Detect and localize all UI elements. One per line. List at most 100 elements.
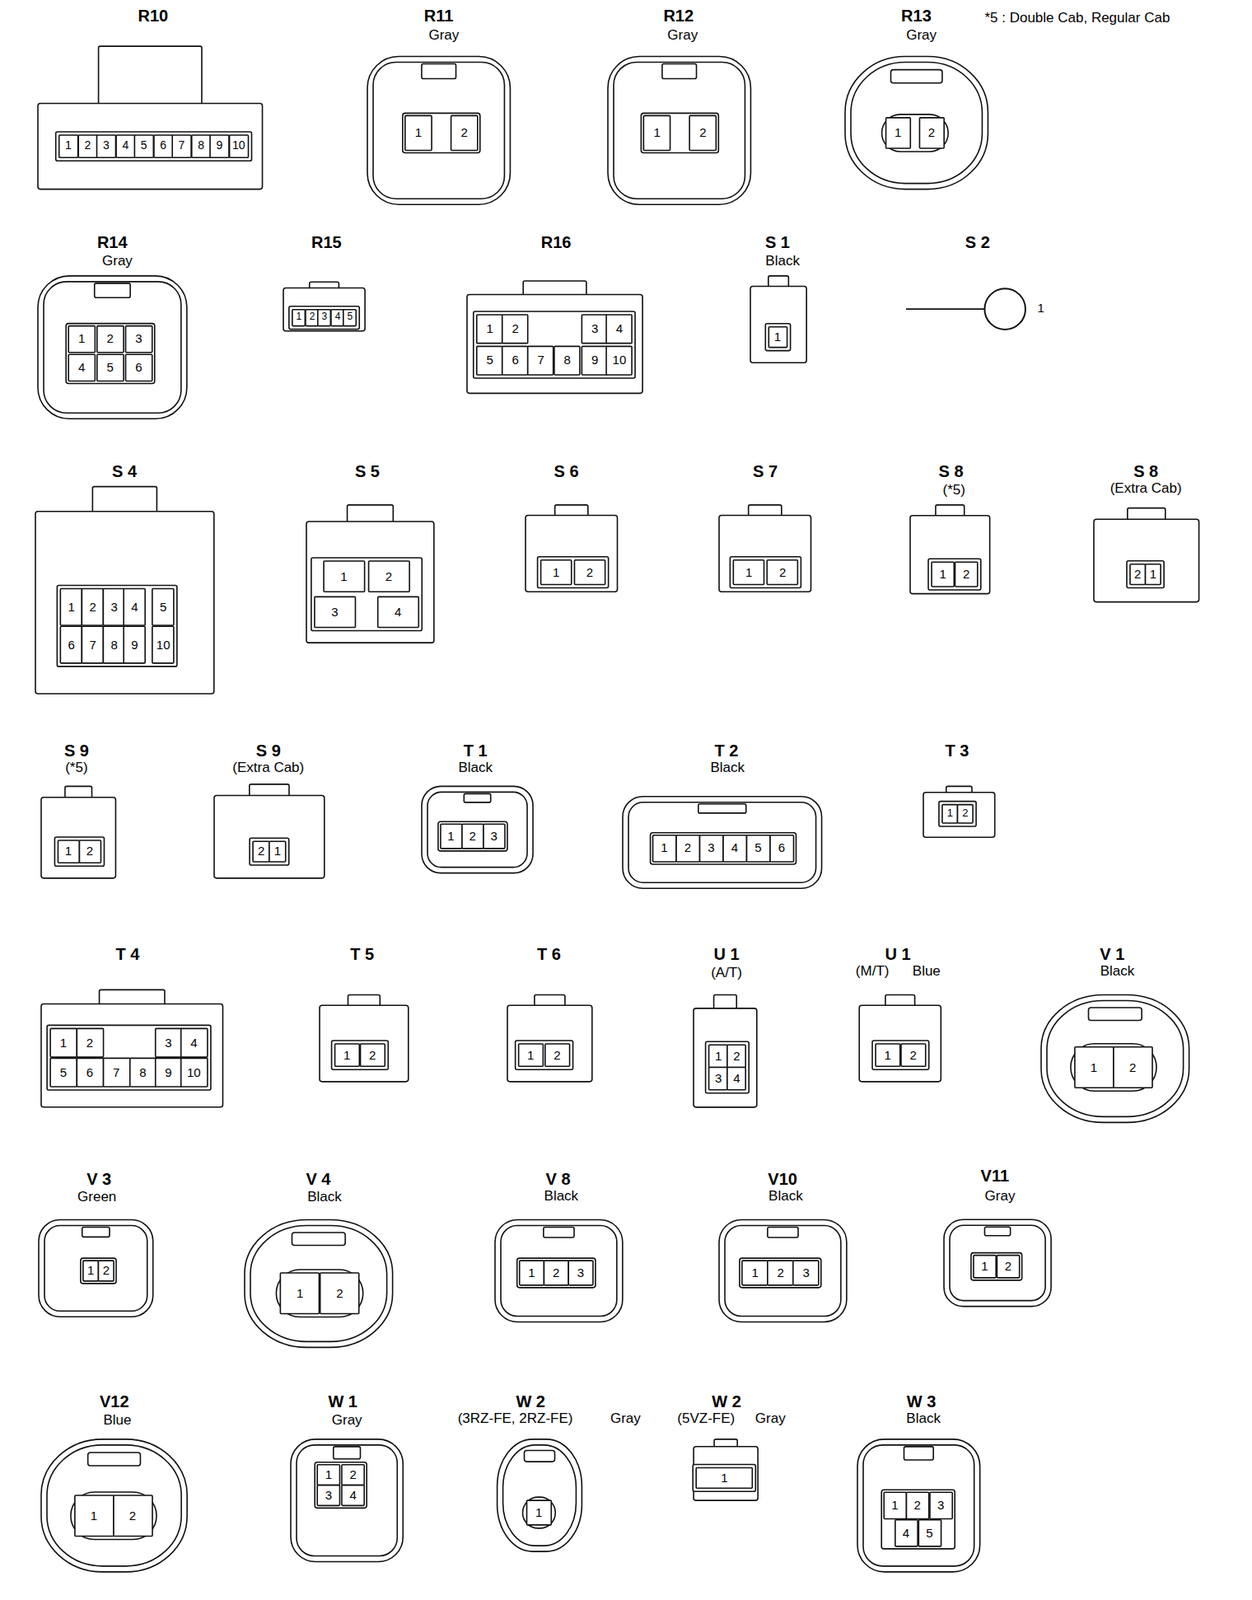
pin-cell <box>606 345 632 375</box>
connector-housing <box>496 1438 582 1551</box>
connector-housing <box>607 56 751 205</box>
connector-note: (*5) <box>943 481 966 498</box>
connector-outline <box>692 1438 758 1500</box>
pin-cell <box>134 135 154 158</box>
pin-cell <box>767 560 799 585</box>
pin-cell <box>742 1260 768 1285</box>
pin-cell <box>82 626 104 664</box>
pin-cell <box>931 562 954 588</box>
pin-number: 1 <box>552 565 560 580</box>
housing-rim <box>46 1444 182 1566</box>
pin-frame <box>537 556 609 589</box>
pin-cell <box>116 135 136 158</box>
connector-outline <box>214 783 325 878</box>
pin-number: 3 <box>802 1266 809 1281</box>
pin-number: 1 <box>774 330 781 345</box>
pin-cell <box>906 1491 929 1519</box>
housing-rim <box>1046 1000 1184 1117</box>
pin-frame <box>56 131 253 161</box>
connector-housing <box>41 1438 187 1572</box>
pin-number: 3 <box>322 312 328 323</box>
pin-number: 1 <box>325 1467 332 1482</box>
pin-cell <box>317 1464 340 1486</box>
latch-tab <box>333 1446 361 1459</box>
pin-frame <box>881 113 949 151</box>
connector-housing <box>750 285 807 363</box>
connector-note: (A/T) <box>710 964 743 981</box>
pin-cell <box>323 560 365 592</box>
connector-note: Gray <box>985 1188 1016 1205</box>
connector-housing <box>693 1446 758 1500</box>
connector-id: T 3 <box>945 741 970 760</box>
connector-outline <box>507 995 593 1082</box>
latch-tab <box>292 1232 346 1245</box>
connector-face: R1612345678910 <box>464 230 645 396</box>
latch-tab <box>767 1226 799 1237</box>
connector-outline <box>719 504 811 592</box>
pin-number: 1 <box>884 1048 892 1063</box>
connector-face: S 712 <box>716 459 813 594</box>
pin-cell <box>341 1464 365 1486</box>
pin-cell <box>317 308 331 326</box>
connector-drawing <box>464 230 645 396</box>
pin-cell <box>60 626 83 664</box>
connector-id: R10 <box>137 6 169 25</box>
connector-id: R12 <box>663 6 694 25</box>
latch-tab <box>82 1226 110 1237</box>
pin-number: 2 <box>928 126 935 141</box>
pin-number: 3 <box>490 828 497 843</box>
pin-frame <box>517 1257 596 1288</box>
pin-number: 2 <box>107 331 114 346</box>
latch-tab <box>543 1226 575 1237</box>
pin-number: 10 <box>186 1065 201 1080</box>
pin-number: 2 <box>776 1266 784 1281</box>
pin-number: 2 <box>369 1048 376 1063</box>
connector-id: V11 <box>981 1166 1010 1185</box>
pin-cell <box>129 1058 156 1088</box>
pin-number: 1 <box>939 567 946 582</box>
connector-outline <box>1041 995 1190 1123</box>
connector-note: Blue <box>102 1412 131 1429</box>
pin-frame <box>971 1252 1023 1281</box>
connector-drawing <box>941 1163 1054 1309</box>
pin-number: 2 <box>86 844 94 859</box>
housing-rim <box>250 1224 388 1341</box>
pin-cell <box>57 840 80 863</box>
connector-face: R1012345678910 <box>35 4 266 192</box>
pin-number: 6 <box>159 139 167 152</box>
pin-frame <box>1126 560 1164 589</box>
pin-number: 8 <box>111 638 118 653</box>
pin-number: 1 <box>296 312 303 323</box>
pin-cell <box>955 562 978 588</box>
pin-frame <box>872 1040 930 1070</box>
pin-cell <box>696 1466 753 1488</box>
connector-housing <box>41 1004 224 1108</box>
connector-face: T 612 <box>504 942 595 1084</box>
pin-number: 4 <box>616 322 623 337</box>
pin-number: 6 <box>86 1065 94 1080</box>
housing-rim <box>296 1444 398 1556</box>
pin-cell <box>314 597 356 628</box>
pin-number: 5 <box>925 1525 933 1540</box>
pin-cell <box>50 1058 77 1088</box>
pin-cell <box>76 1058 103 1088</box>
pin-cell <box>883 1491 907 1519</box>
pin-number: 3 <box>164 1036 172 1051</box>
latch-tab <box>87 1452 141 1466</box>
connector-face: S 9(*5)12 <box>38 738 118 881</box>
pin-number: 4 <box>733 1071 740 1086</box>
pin-cell <box>767 1260 794 1285</box>
pin-number: 4 <box>731 840 739 855</box>
pin-number: 1 <box>891 1498 898 1513</box>
connector-face: T 312 <box>920 738 998 840</box>
pin-cell <box>793 1260 819 1285</box>
pin-number: 10 <box>232 139 246 152</box>
housing-rim <box>500 1224 617 1316</box>
pin-number: 3 <box>331 605 338 620</box>
latch-tab <box>662 63 697 79</box>
connector-id: S 5 <box>355 462 380 481</box>
connector-face: V 3Green12 <box>36 1167 156 1319</box>
pin-number: 2 <box>257 844 265 859</box>
pin-number: 3 <box>707 840 715 855</box>
pin-cell <box>885 116 911 148</box>
